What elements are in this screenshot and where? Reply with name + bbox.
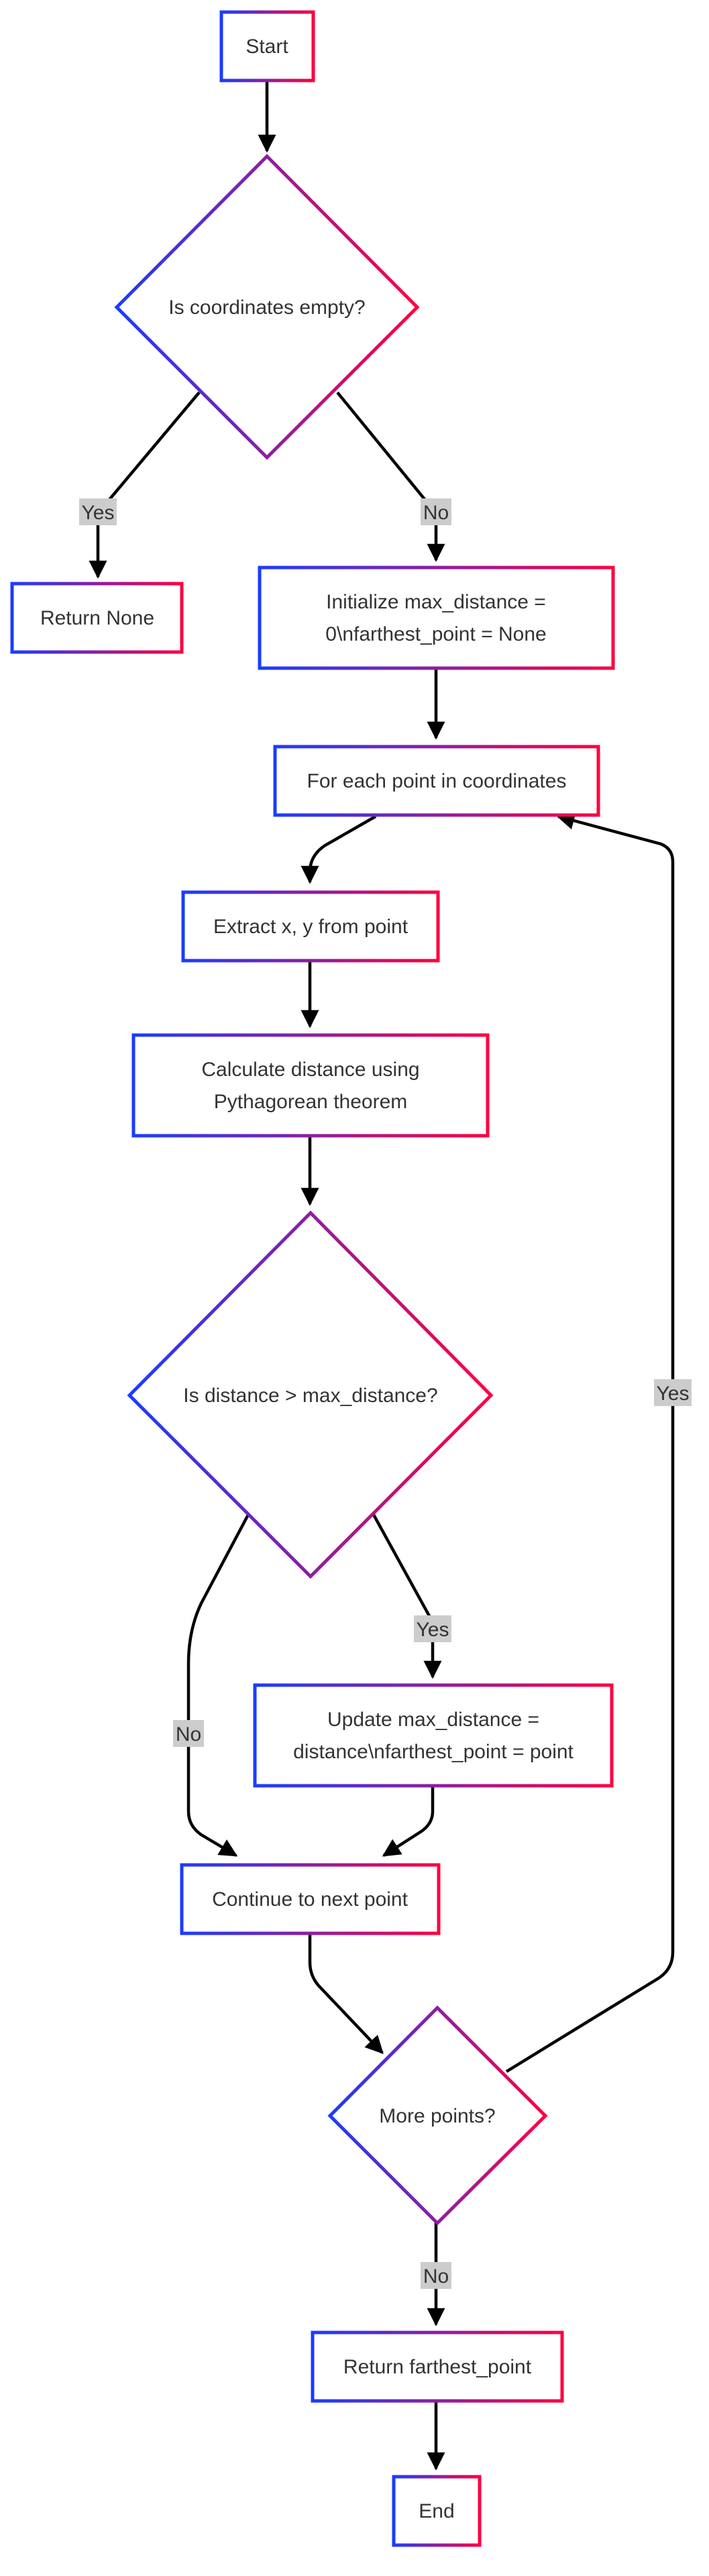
svg-text:0\nfarthest_point = None: 0\nfarthest_point = None	[325, 623, 546, 645]
edge-for-each-to-extract	[301, 815, 377, 884]
svg-text:Return farthest_point: Return farthest_point	[343, 2356, 532, 2378]
svg-text:Extract x, y from point: Extract x, y from point	[213, 916, 408, 938]
node-return-none: Return None	[10, 582, 184, 654]
edge-label-empty-yes: Yes	[79, 498, 117, 525]
edge-label-distance-no: No	[173, 1720, 204, 1747]
svg-text:No: No	[176, 1723, 201, 1746]
node-continue: Continue to next point	[180, 1863, 441, 1935]
svg-text:distance\nfarthest_point = poi: distance\nfarthest_point = point	[293, 1741, 574, 1763]
node-check-empty: Is coordinates empty?	[114, 154, 420, 460]
svg-text:Yes: Yes	[657, 1383, 690, 1405]
node-start: Start	[219, 10, 315, 83]
edge-label-more-no: No	[421, 2262, 451, 2289]
edge-update-to-continue	[382, 1786, 435, 1857]
svg-text:Start: Start	[246, 36, 288, 58]
node-more-points: More points?	[327, 2005, 548, 2226]
edge-label-more-yes: Yes	[654, 1379, 692, 1406]
edge-check-distance-yes	[372, 1513, 442, 1679]
svg-text:Is distance > max_distance?: Is distance > max_distance?	[183, 1385, 437, 1407]
svg-text:Initialize max_distance =: Initialize max_distance =	[326, 591, 546, 613]
svg-text:More points?: More points?	[379, 2105, 495, 2127]
svg-text:No: No	[423, 2265, 449, 2288]
node-calculate: Calculate distance using Pythagorean the…	[131, 1033, 490, 1138]
svg-text:For each point in coordinates: For each point in coordinates	[307, 770, 567, 792]
svg-text:Pythagorean theorem: Pythagorean theorem	[214, 1091, 408, 1113]
edge-check-distance-no	[186, 1513, 250, 1857]
edge-check-empty-no	[336, 391, 445, 562]
node-return-farthest: Return farthest_point	[311, 2330, 564, 2403]
svg-text:No: No	[423, 502, 449, 524]
node-for-each: For each point in coordinates	[273, 745, 600, 817]
edge-more-points-yes	[505, 812, 675, 2073]
svg-text:Calculate distance using: Calculate distance using	[201, 1059, 419, 1081]
node-end: End	[392, 2475, 482, 2547]
node-initialize: Initialize max_distance = 0\nfarthest_po…	[258, 566, 615, 670]
edge-label-empty-no: No	[421, 498, 451, 525]
svg-text:Continue to next point: Continue to next point	[212, 1888, 408, 1911]
edge-continue-to-more-points	[308, 1933, 384, 2054]
node-update: Update max_distance = distance\nfarthest…	[253, 1683, 614, 1788]
svg-text:Yes: Yes	[82, 502, 115, 524]
svg-text:Update max_distance =: Update max_distance =	[327, 1709, 539, 1731]
node-check-distance: Is distance > max_distance?	[127, 1210, 494, 1579]
svg-text:Is coordinates empty?: Is coordinates empty?	[168, 297, 365, 319]
svg-text:Yes: Yes	[417, 1619, 449, 1641]
node-extract: Extract x, y from point	[181, 890, 440, 963]
svg-text:Return None: Return None	[40, 607, 154, 629]
svg-text:End: End	[419, 2500, 454, 2522]
edge-label-distance-yes: Yes	[414, 1615, 451, 1642]
edge-check-empty-yes	[89, 391, 201, 579]
